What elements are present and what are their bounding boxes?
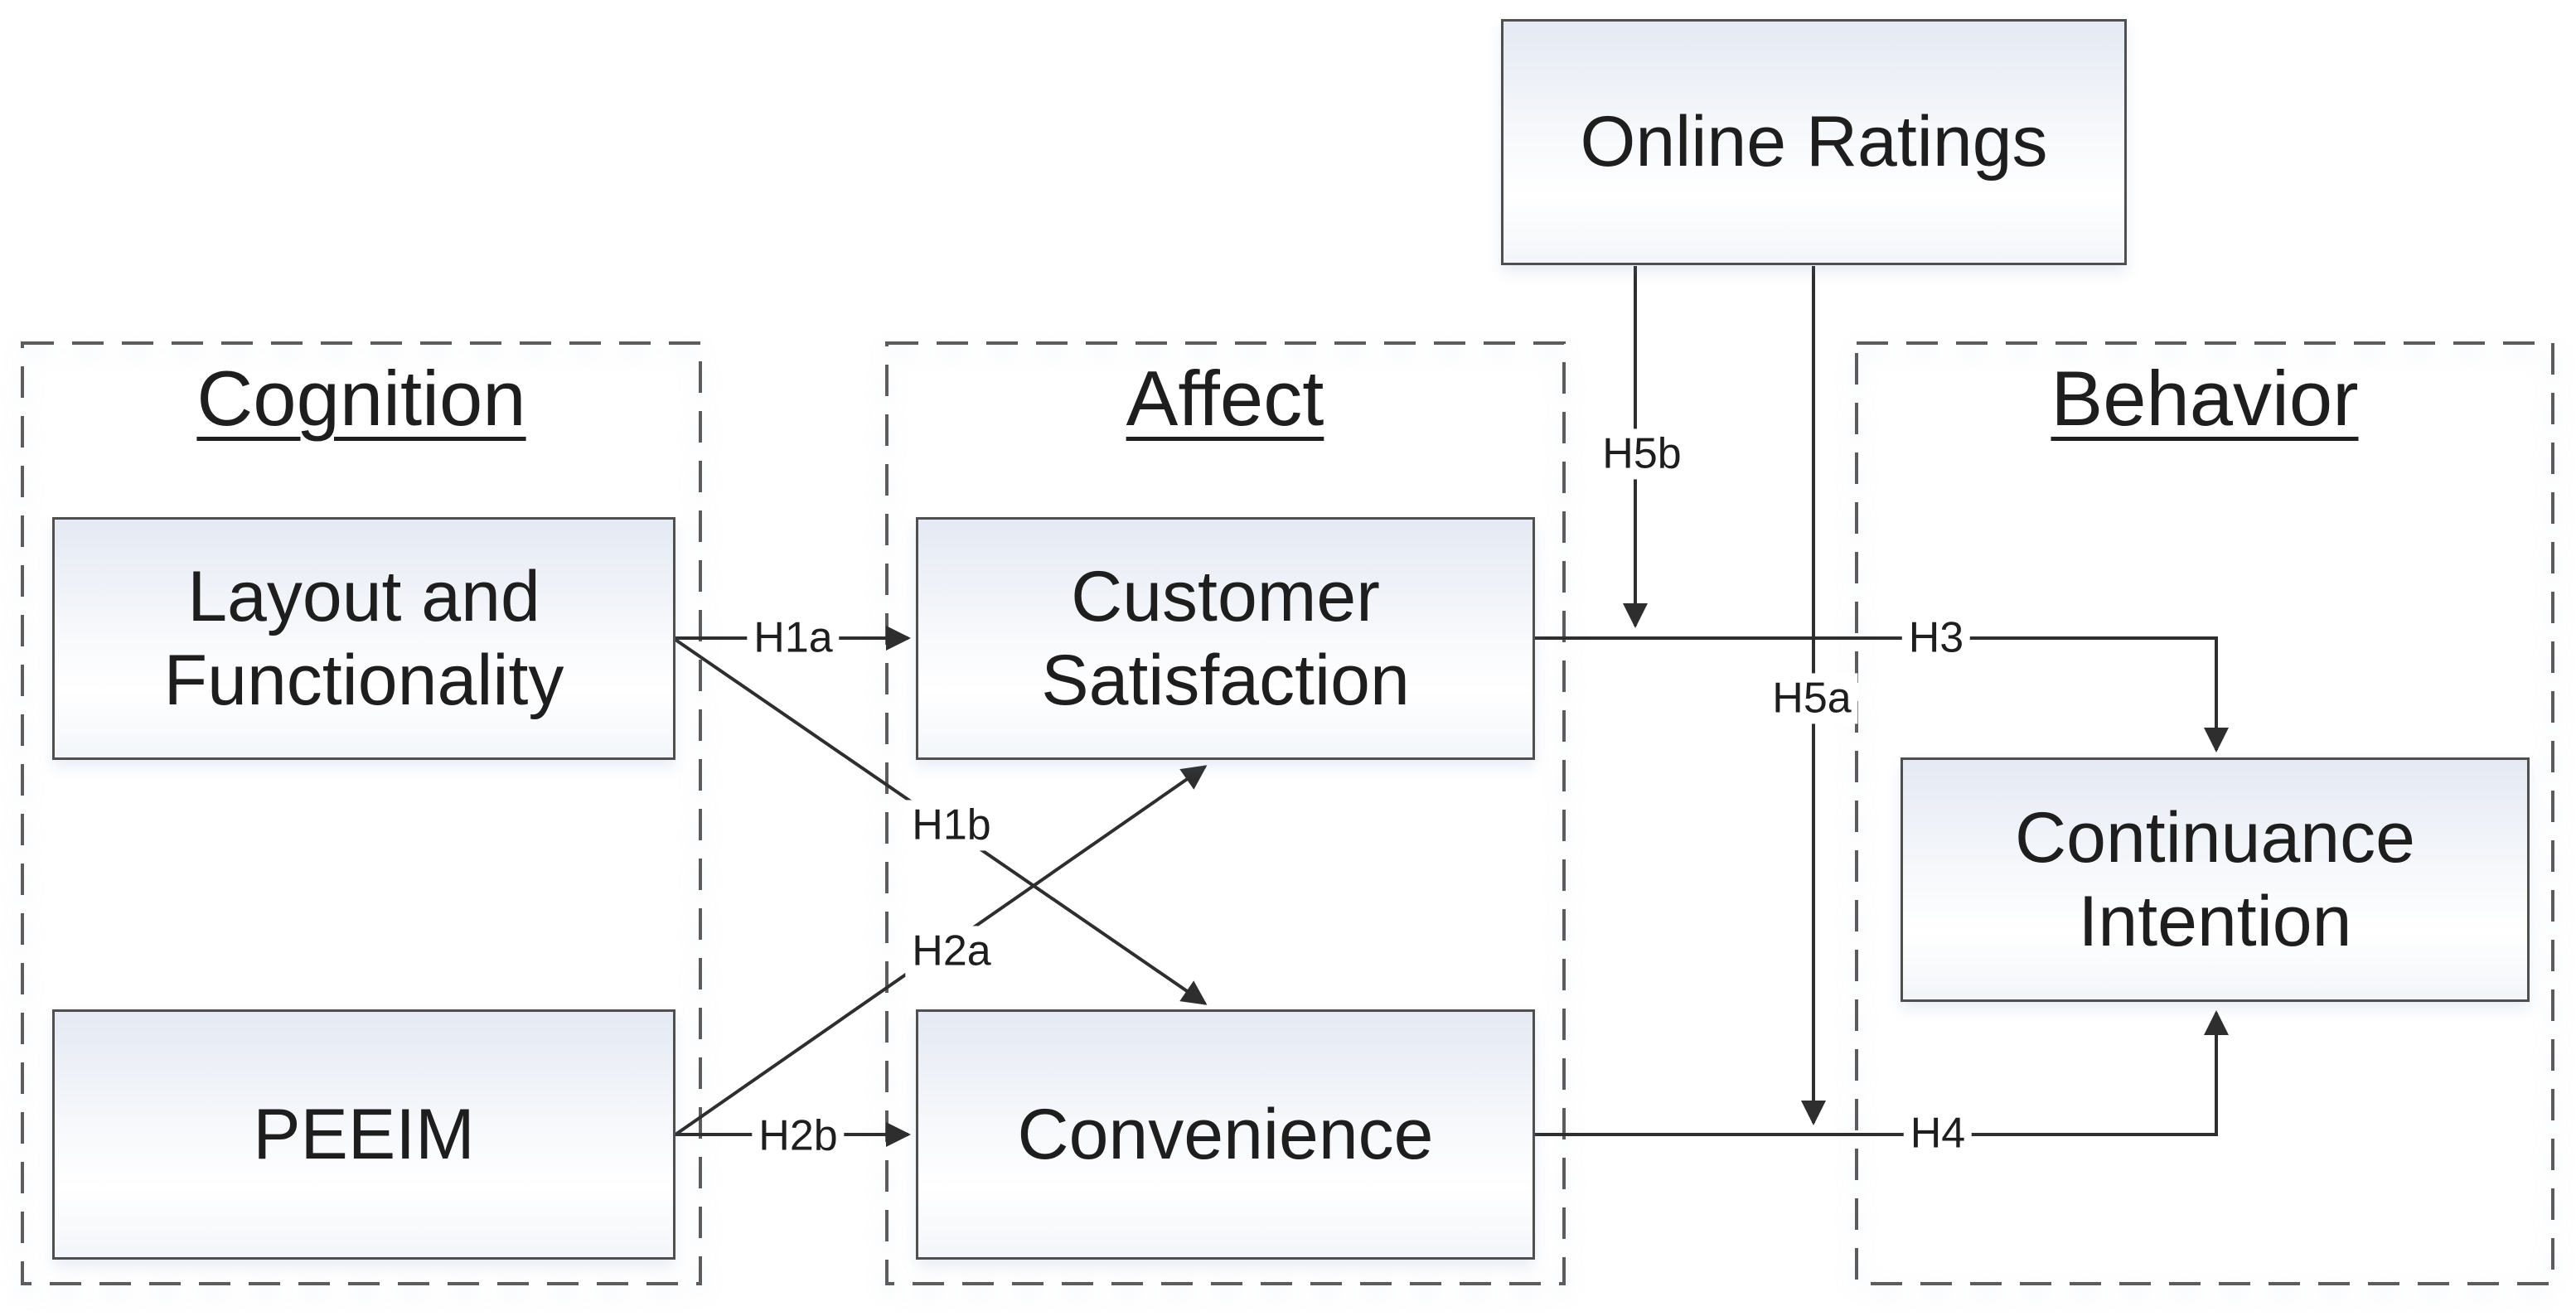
edge-label-h1b: H1b [905, 800, 998, 851]
affect-group-border [885, 341, 1566, 1285]
node-peeim: PEEIM [52, 1009, 675, 1260]
node-layout-functionality: Layout and Functionality [52, 517, 675, 760]
node-label-peeim: PEEIM [253, 1094, 475, 1174]
edge-label-h5a: H5a [1765, 673, 1858, 724]
edge-label-h3: H3 [1901, 612, 1971, 664]
edge-label-h1a: H1a [747, 612, 840, 664]
group-title-affect: Affect [1126, 355, 1324, 442]
edge-label-h2b: H2b [752, 1110, 845, 1162]
node-continuance-intention: Continuance Intention [1901, 757, 2530, 1002]
arrow-h3 [1535, 636, 2229, 752]
behavior-group-border [1855, 341, 2554, 1285]
group-title-behavior: Behavior [2051, 355, 2359, 442]
node-label-continuance-intention: Continuance Intention [2015, 797, 2415, 961]
edge-label-h5b: H5b [1595, 428, 1688, 480]
node-customer-satisfaction: Customer Satisfaction [916, 517, 1535, 760]
arrow-h4 [1535, 1010, 2229, 1136]
node-label-convenience: Convenience [1017, 1094, 1434, 1174]
group-title-cognition: Cognition [196, 355, 526, 442]
edge-label-h4: H4 [1903, 1108, 1973, 1159]
node-label-online-ratings: Online Ratings [1580, 102, 2048, 182]
node-label-layout-functionality: Layout and Functionality [163, 556, 564, 720]
node-convenience: Convenience [916, 1009, 1535, 1260]
edge-label-h2a: H2a [905, 926, 998, 977]
node-online-ratings: Online Ratings [1501, 19, 2127, 265]
node-label-customer-satisfaction: Customer Satisfaction [1041, 556, 1410, 720]
cognition-group-border [21, 341, 702, 1285]
